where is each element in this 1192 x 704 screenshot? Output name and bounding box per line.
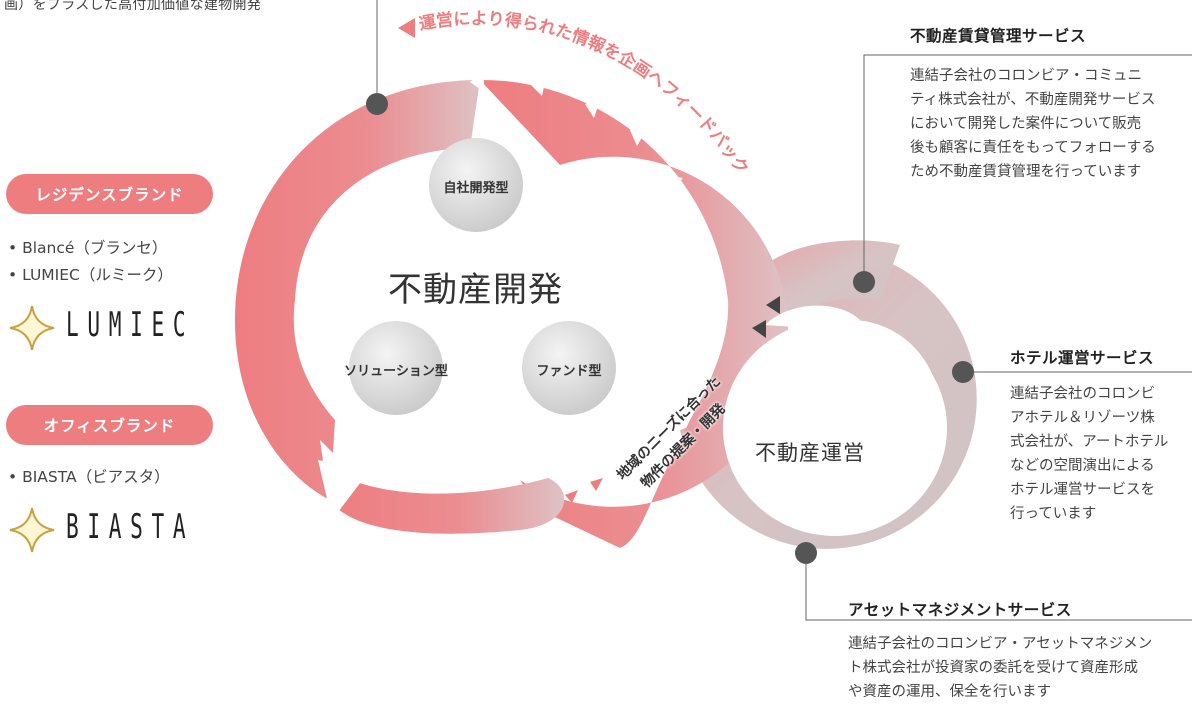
development-ring [480,79,789,548]
type-own-development: 自社開発型 [443,181,509,196]
ring-arrows [470,72,712,304]
dot-top [366,93,388,115]
dark-arrow-icon-2 [752,320,766,338]
office-brand-pill: オフィスブランド [6,405,213,445]
dot-hotel [952,361,974,383]
dot-asset [795,542,817,564]
asset-service-desc: 連結子会社のコロンビア・アセットマネジメン ト株式会社が投資家の委託を受けて資産… [848,636,1153,700]
dot-rental [853,271,875,293]
rental-service-title: 不動産賃貸管理サービス [910,27,1087,45]
ball-solution [349,321,443,415]
biasta-star-icon [9,507,55,553]
tail-arrow-icon [565,490,578,503]
lumiec-star-icon [9,305,55,351]
residence-brand-item-2: LUMIEC（ルミーク） [8,263,173,285]
type-solution: ソリューション型 [344,364,448,379]
biasta-logo: BIASTA [66,507,195,547]
dark-arrow-icon [766,296,780,314]
ball-own-development [429,138,523,232]
hotel-service-desc: 連結子会社のコロンビ アホテル＆リゾーツ株 式会社が、アートホテル などの空間演… [1010,386,1169,522]
residence-brand-item-1: Blancé（ブランセ） [8,236,167,258]
type-fund: ファンド型 [536,364,602,379]
tail-arrow-icon-2 [590,478,603,491]
top-note: 画）をプラスした高付加価値な建物開発 [4,0,262,13]
office-brand-item-1: BIASTA（ビアスタ） [8,465,170,487]
asset-service-title: アセットマネジメントサービス [848,601,1072,619]
line-rental [863,54,1192,271]
operation-title: 不動産運営 [755,441,865,465]
hotel-service-title: ホテル運営サービス [1010,349,1155,367]
development-title: 不動産開発 [388,270,563,310]
lumiec-logo: LUMIEC [66,305,195,345]
line-asset [805,564,1192,621]
ball-fund [522,321,616,415]
residence-brand-pill: レジデンスブランド [6,174,213,214]
rental-service-desc: 連結子会社のコロンビア・コミュニ ティ株式会社が、不動産開発サービス において開… [910,68,1156,180]
feedback-arrow-icon [398,18,415,38]
